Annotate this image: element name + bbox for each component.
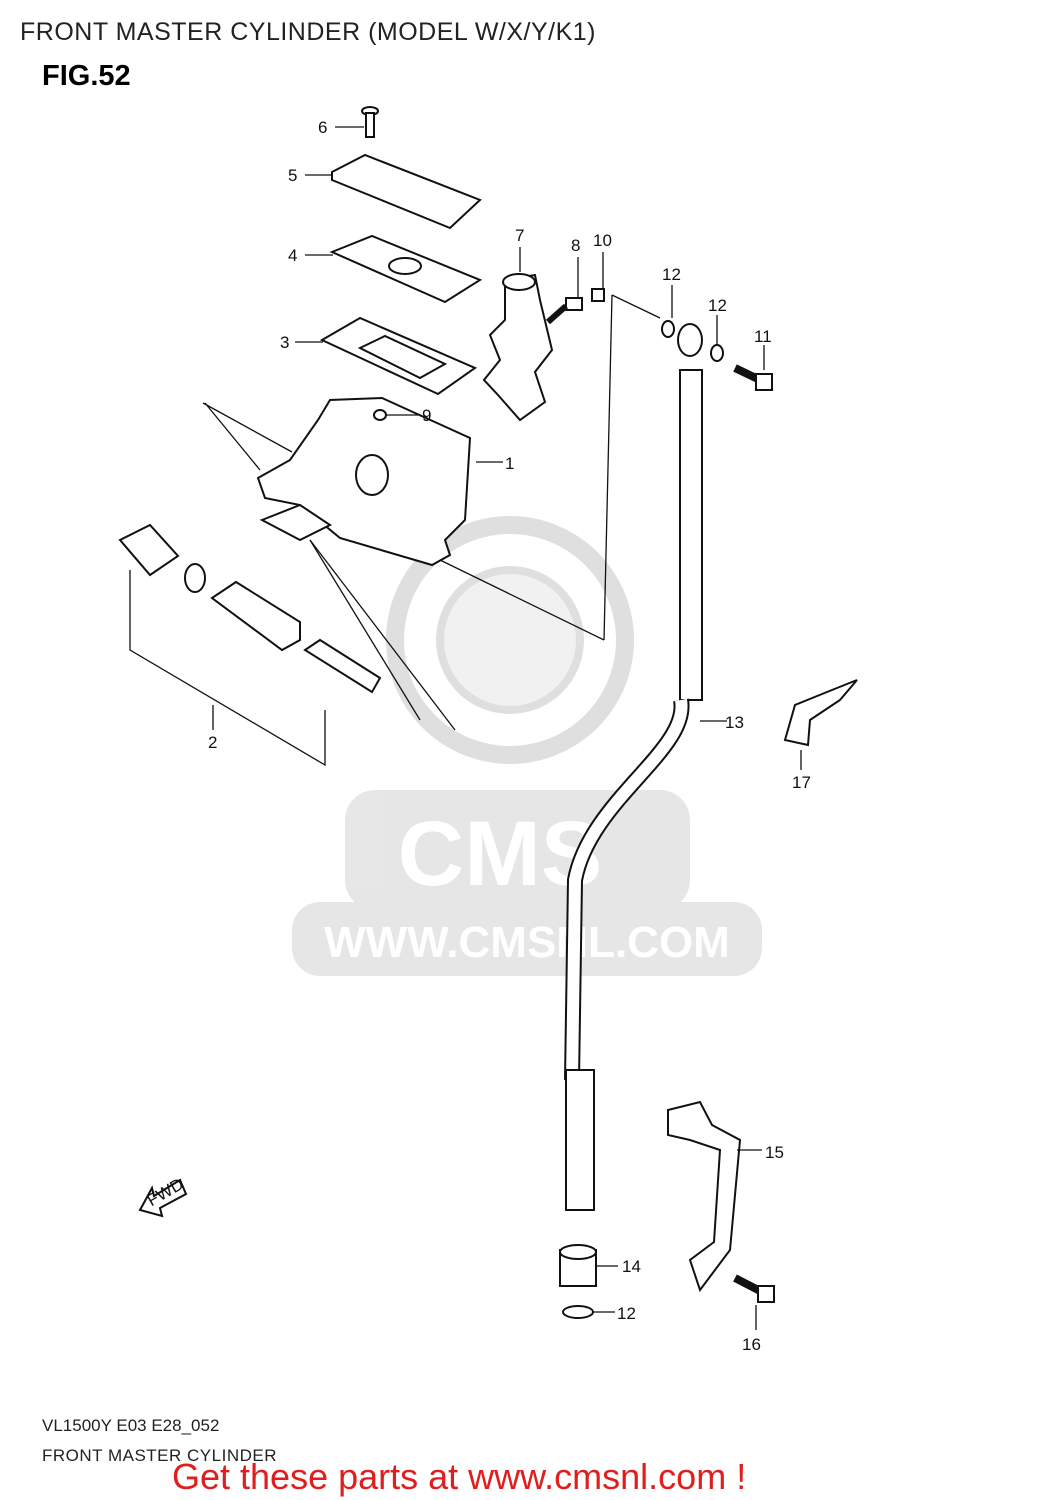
callout-17: 17 [792, 773, 811, 792]
part-12-washer-upper-left [661, 320, 675, 338]
callout-12-upper-right: 12 [708, 296, 727, 315]
callout-4: 4 [288, 246, 297, 265]
callout-13: 13 [725, 713, 744, 732]
part-6-screw [361, 106, 379, 138]
callout-12-lower: 12 [617, 1304, 636, 1323]
part-14-fitting [559, 1244, 597, 1287]
callout-5: 5 [288, 166, 297, 185]
diagram-name: FRONT MASTER CYLINDER [42, 1446, 277, 1465]
callout-10: 10 [593, 231, 612, 250]
model-code: VL1500Y E03 E28_052 [42, 1416, 220, 1435]
watermark-url: WWW.CMSNL.COM [324, 918, 730, 967]
callout-9: 9 [422, 406, 431, 425]
callout-14: 14 [622, 1257, 641, 1276]
callout-1: 1 [505, 454, 514, 473]
callout-2: 2 [208, 733, 217, 752]
part-2-piston-kit [118, 523, 382, 694]
callout-6: 6 [318, 118, 327, 137]
callout-3: 3 [280, 333, 289, 352]
page-header-title: FRONT MASTER CYLINDER (MODEL W/X/Y/K1) [20, 18, 597, 46]
part-15-bracket [667, 1100, 742, 1293]
part-12-washer-lower [562, 1305, 594, 1319]
callout-16: 16 [742, 1335, 761, 1354]
part-17-clamp [783, 679, 858, 747]
part-8-bolt [546, 297, 583, 325]
callout-8: 8 [571, 236, 580, 255]
callout-7: 7 [515, 226, 524, 245]
part-7-lever-holder [482, 273, 554, 422]
figure-label: FIG.52 [42, 60, 131, 92]
part-12-washer-upper-right [710, 344, 724, 362]
part-11-union-bolt [733, 364, 773, 391]
part-5-reservoir-cap [331, 153, 482, 230]
callout-11: 11 [754, 327, 772, 346]
cta-link[interactable]: Get these parts at www.cmsnl.com ! [172, 1456, 747, 1497]
part-16-bolt [733, 1274, 775, 1303]
part-13-brake-hose [564, 323, 703, 1211]
callout-labels: 1 2 3 4 5 6 7 8 9 10 11 12 12 12 13 14 1… [208, 118, 811, 1354]
part-10-nut [591, 288, 605, 302]
callout-12-upper-left: 12 [662, 265, 681, 284]
forward-arrow-icon: FWD [138, 1174, 188, 1218]
callout-15: 15 [765, 1143, 784, 1162]
